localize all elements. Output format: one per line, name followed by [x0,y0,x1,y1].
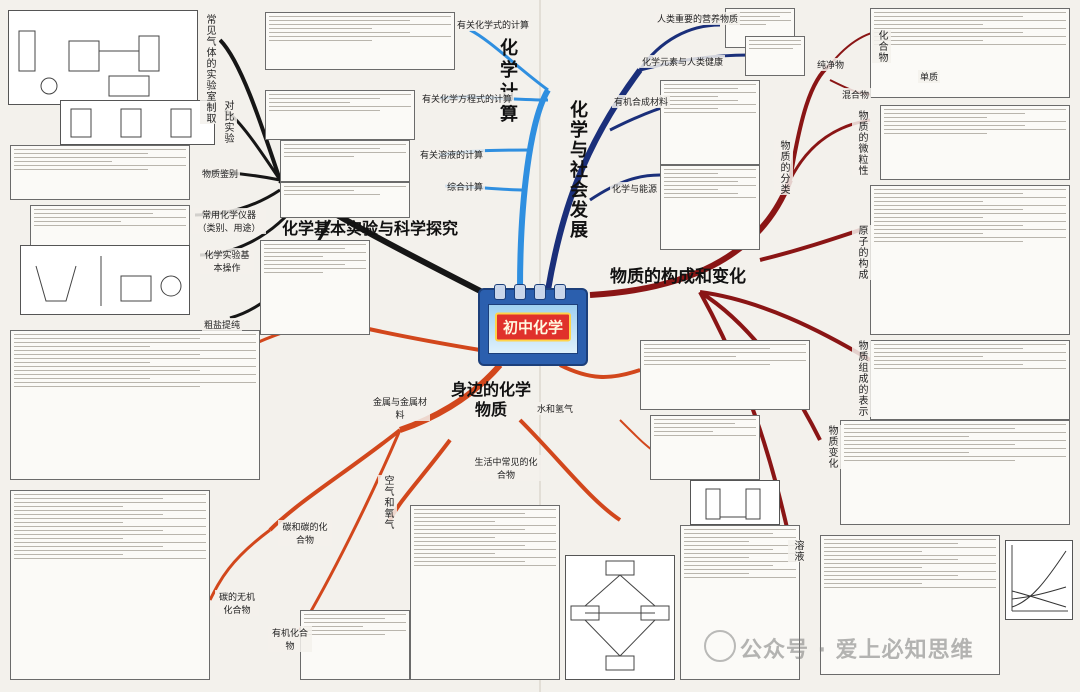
experiment-sub-identify: 物质鉴别 [200,167,241,180]
substance-carbon-line [268,428,402,532]
calc-sub-formula: 有关化学式的计算 [455,18,532,31]
calc-equation-box [265,90,415,140]
substance-sub-water: 水和氢气 [535,402,576,415]
solubility-curve-icon [1011,545,1068,612]
substance-sub-compound: 生活中常见的化合物 [470,455,542,481]
branch-experiment: 化学基本实验与科学探究 [282,219,459,238]
branch-substances: 身边的化学物质 [450,380,531,419]
structure-sub-pure: 纯净物 [815,58,847,71]
substance-sub-solution: 溶液 [788,540,807,562]
experiment-sub-gas: 常见气体的实验室制取 [200,14,219,124]
calc-sub-line-1 [469,28,549,92]
society-sub-material: 有机合成材料 [612,95,671,108]
calc-sub-equation: 有关化学方程式的计算 [420,92,515,105]
structure-classification-box [870,8,1070,98]
structure-sub-micro: 物质的微粒性 [852,110,871,176]
hydrogen-box [650,415,760,480]
society-material-box [660,80,760,165]
card-ring [534,284,546,300]
calc-sub-combined: 综合计算 [445,180,486,193]
substance-sub-organic: 有机化合物 [268,626,312,652]
acid-base-salt-diagram [565,555,675,680]
structure-sub-mixture: 混合物 [840,88,872,101]
structure-sub-change: 物质变化 [822,425,841,469]
experiment-sub-contrast: 对比实验 [218,100,237,144]
substance-sub-carbon-inorganic: 碳的无机化合物 [215,590,259,616]
society-health-box [745,36,805,76]
experiment-sub-salt: 粗盐提纯 [202,318,243,331]
solubility-curve-chart [1005,540,1073,620]
structure-sub-element: 单质 [918,70,941,83]
card-ring [514,284,526,300]
experiment-sub-instrument: 常用化学仪器（类别、用途） [192,208,266,234]
calc-sub-solution: 有关溶液的计算 [418,148,486,161]
experiment-sub-operation: 化学实验基本操作 [200,248,254,274]
calc-formula-box [265,12,455,70]
basic-operation-apparatus [20,245,190,315]
contrast-experiment-apparatus [60,100,215,145]
society-sub-energy: 化学与能源 [610,182,660,195]
gas-preparation-apparatus [8,10,198,105]
watermark-text: 公众号 · 爱上必知思维 [740,638,974,663]
air-oxygen-box [410,505,560,680]
solution-box [820,535,1000,675]
substance-sub-air: 空气和氧气 [378,475,397,530]
branch-substances-line [399,363,503,433]
substance-water-line [559,363,641,379]
organic-box [300,610,410,680]
structure-sub-atom: 原子的构成 [852,225,871,280]
water-box [640,340,810,410]
branch-calculation-line [517,88,551,291]
structure-sub-classification: 物质的分类 [774,140,793,195]
metal-properties-box [260,240,370,335]
carbon-box [10,490,210,680]
card-ring [554,284,566,300]
structure-formula-line [699,290,872,362]
structure-formula-box [870,340,1070,420]
branch-society: 化学与社会发展 [567,100,588,240]
branch-structure-line [589,178,793,298]
structure-sub-compound: 化合物 [872,30,891,63]
compound-box [680,525,800,680]
structure-atom-box [870,185,1070,335]
society-sub-line-4 [589,173,661,202]
identification-box [10,145,190,200]
substance-sub-metal: 金属与金属材料 [370,395,430,421]
card-ring [494,284,506,300]
structure-change-box [840,420,1070,525]
substance-solution-line [698,291,792,541]
center-topic-card: 初中化学 [478,284,588,366]
society-sub-health: 化学元素与人类健康 [640,55,726,68]
society-sub-nutrition: 人类重要的营养物质 [655,12,741,25]
structure-classification-line [788,63,832,181]
structure-atom-line [759,228,861,262]
experiment-gas-line [218,38,282,181]
substance-carbon-inorganic-line [208,528,271,601]
branch-calculation: 化学计算 [500,38,518,125]
instrument-box [30,205,190,250]
society-energy-box [660,165,760,250]
wechat-icon [704,630,736,662]
center-title: 初中化学 [494,312,572,342]
electrolysis-apparatus [690,480,780,525]
calc-combined-box [280,182,410,218]
structure-micro-box [880,105,1070,180]
substance-sub-carbon: 碳和碳的化合物 [278,520,332,546]
metal-reactions-box [10,330,260,480]
calc-solution-box [280,140,410,182]
branch-structure: 物质的构成和变化 [610,267,746,287]
structure-sub-formula: 物质组成的表示 [852,340,871,417]
substance-compound-line [518,418,622,522]
